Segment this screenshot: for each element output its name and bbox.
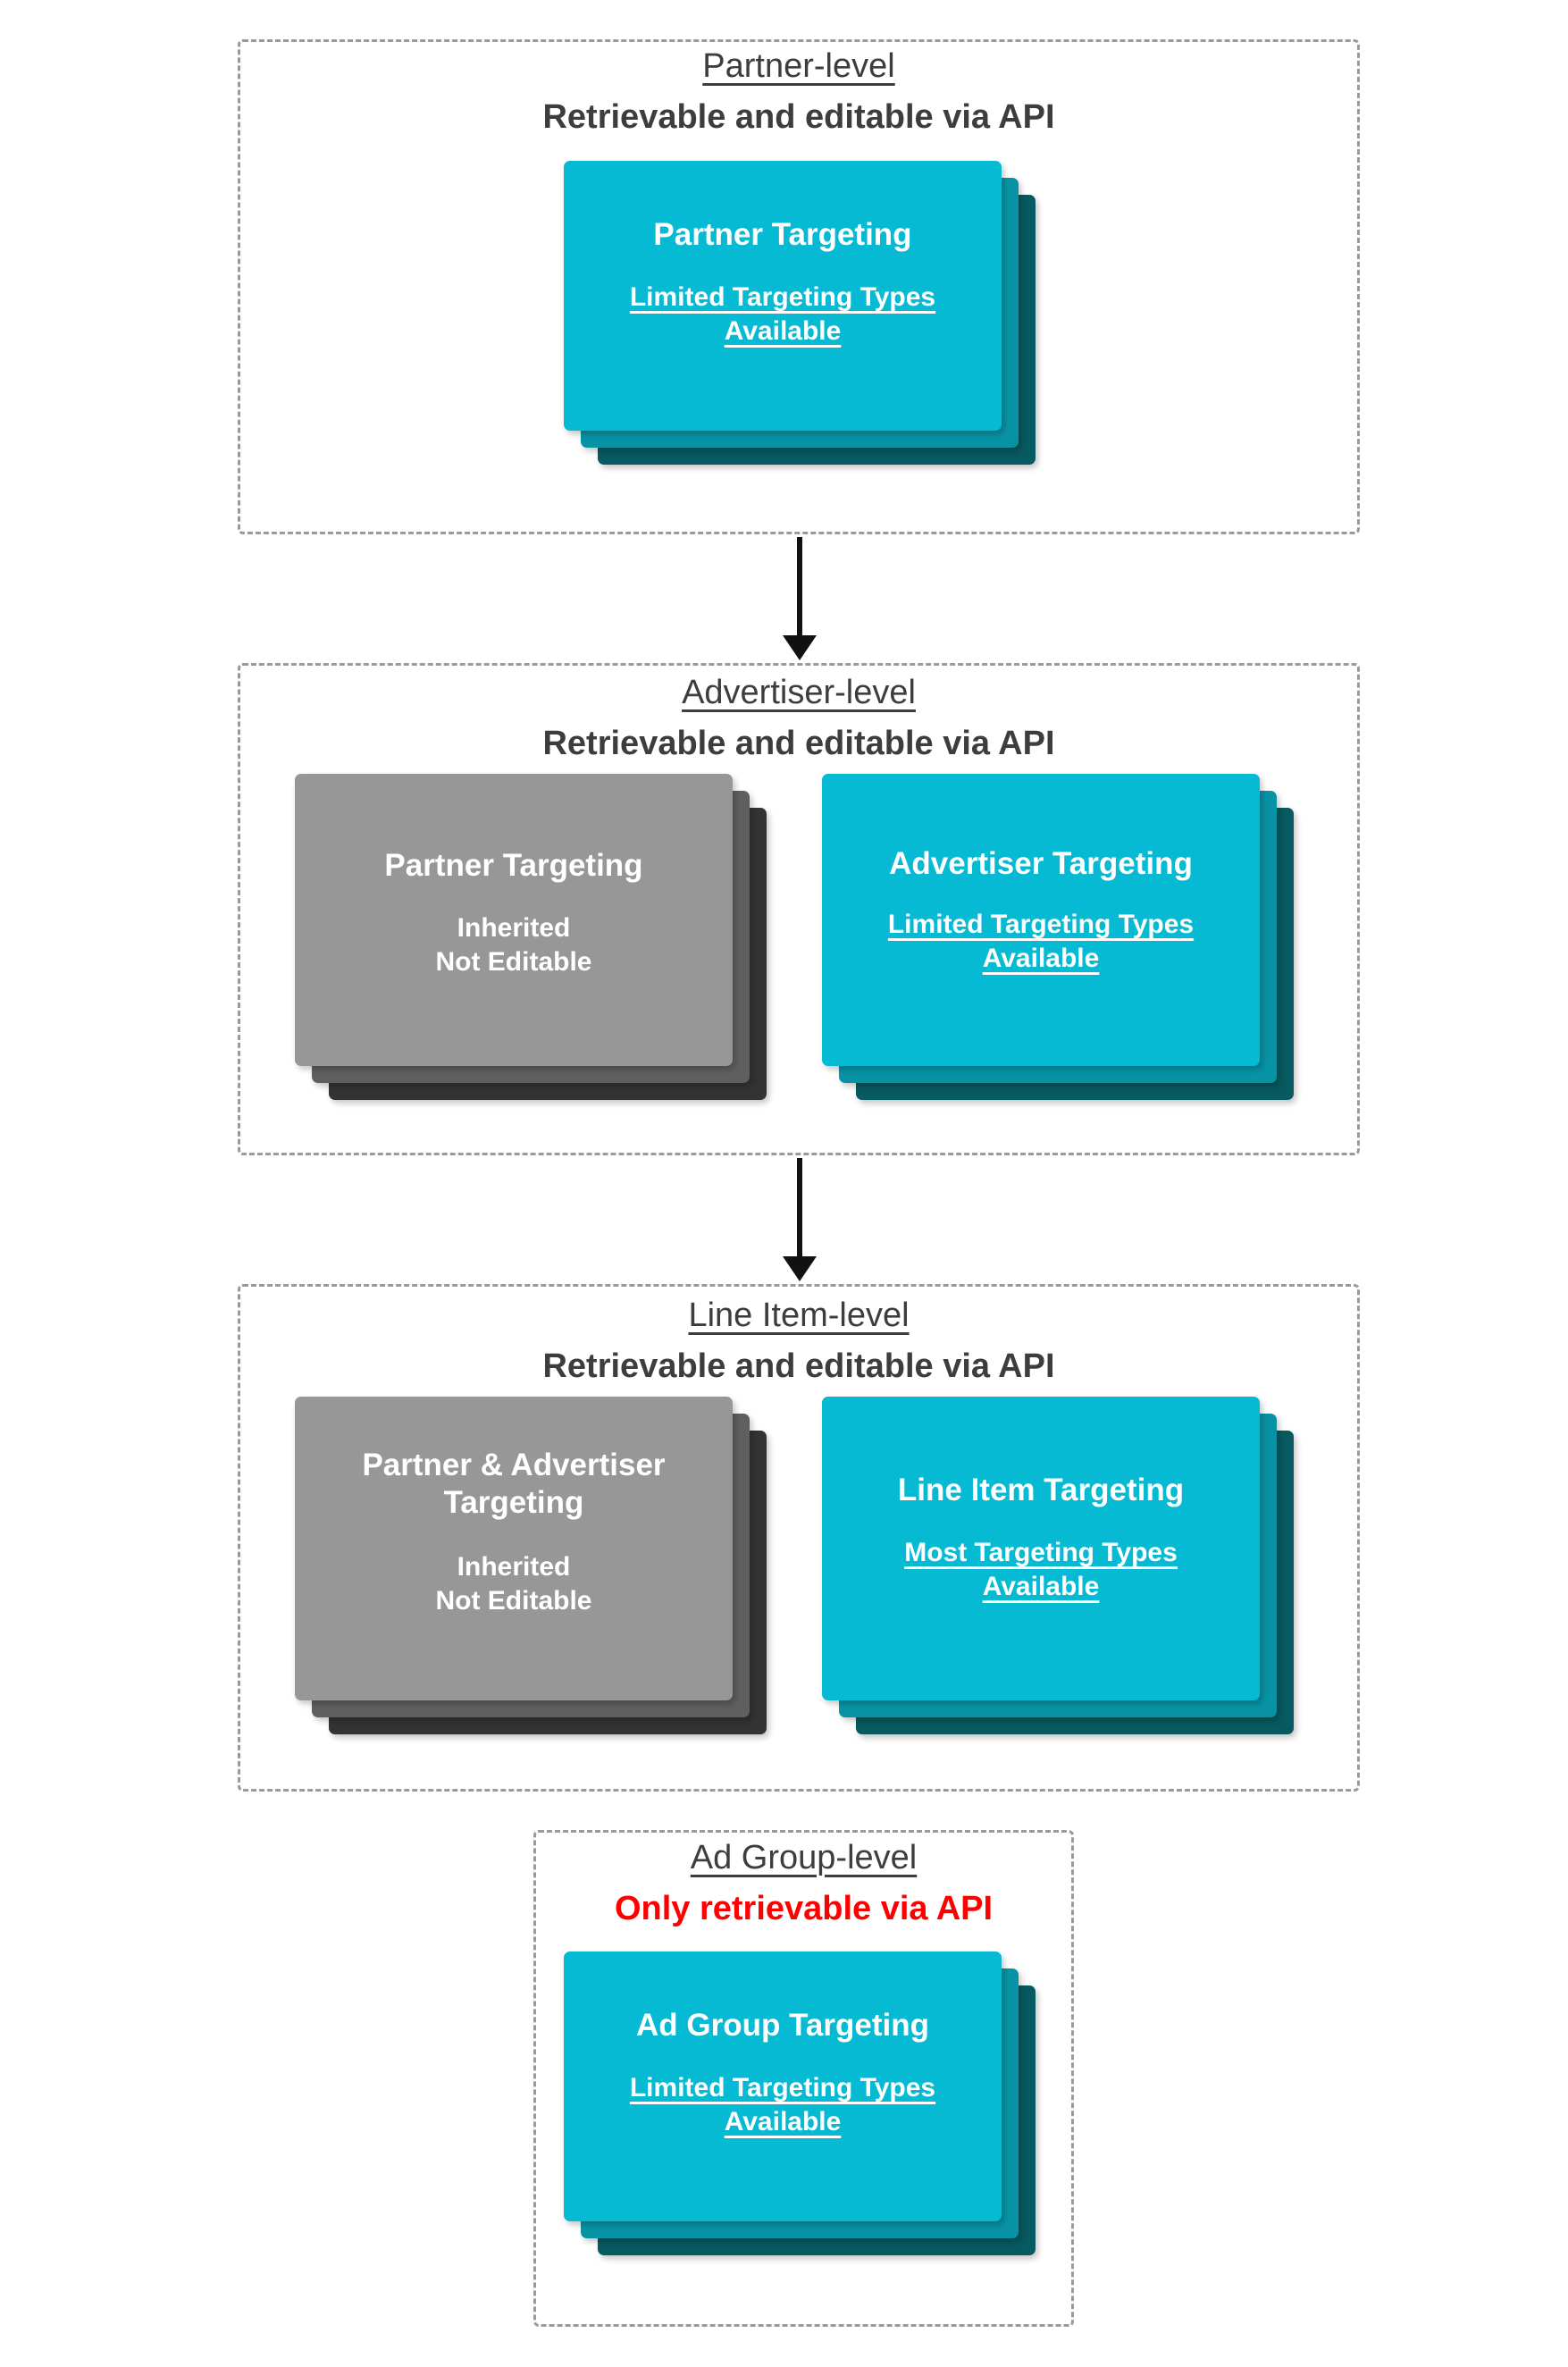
connector-partner-to-advertiser [783,537,817,660]
card-stack-partner-targeting: Partner Targeting Limited Targeting Type… [564,161,1036,465]
card-note-line-2: Available [982,1572,1100,1602]
card-title: Partner Targeting [653,217,912,252]
card-note-line-1: Limited Targeting Types [887,910,1195,939]
connector-advertiser-to-line-item [783,1158,817,1281]
level-box-line-item [238,1284,1360,1792]
card-line-item-targeting[interactable]: Line Item Targeting Most Targeting Types… [822,1397,1260,1700]
card-note-line-2: Not Editable [435,947,592,978]
card-title: Line Item Targeting [897,1473,1185,1507]
level-box-advertiser [238,663,1360,1155]
card-stack-line-item-inherited: Partner & Advertiser Targeting Inherited… [295,1397,767,1734]
card-note-line-2: Available [724,316,842,347]
level-box-partner [238,39,1360,534]
card-partner-targeting[interactable]: Partner Targeting Limited Targeting Type… [564,161,1002,431]
card-ad-group-targeting[interactable]: Ad Group Targeting Limited Targeting Typ… [564,1952,1002,2221]
card-title: Partner Targeting [384,848,643,883]
card-note-line-1: Limited Targeting Types [629,2073,936,2103]
card-note-line-1: Most Targeting Types [904,1538,1178,1567]
card-inherited-partner-targeting[interactable]: Partner Targeting Inherited Not Editable [295,774,733,1066]
card-note-line-2: Not Editable [435,1586,592,1616]
card-inherited-partner-advertiser-targeting[interactable]: Partner & Advertiser Targeting Inherited… [295,1397,733,1700]
arrowhead-icon [783,1256,817,1281]
card-stack-advertiser-targeting: Advertiser Targeting Limited Targeting T… [822,774,1294,1100]
arrowhead-icon [783,635,817,660]
card-note-line-1: Inherited [457,1552,571,1582]
card-title: Partner & Advertiser Targeting [362,1448,666,1520]
level-box-ad-group [533,1830,1074,2327]
card-stack-ad-group-targeting: Ad Group Targeting Limited Targeting Typ… [564,1952,1036,2255]
card-note-line-2: Available [982,944,1100,974]
card-stack-line-item-targeting: Line Item Targeting Most Targeting Types… [822,1397,1294,1734]
card-title: Ad Group Targeting [636,2008,929,2043]
card-title: Advertiser Targeting [889,846,1193,881]
card-stack-advertiser-inherited: Partner Targeting Inherited Not Editable [295,774,767,1100]
card-note-line-2: Available [724,2107,842,2137]
card-note-line-1: Limited Targeting Types [629,282,936,312]
card-advertiser-targeting[interactable]: Advertiser Targeting Limited Targeting T… [822,774,1260,1066]
card-note-line-1: Inherited [457,913,571,943]
